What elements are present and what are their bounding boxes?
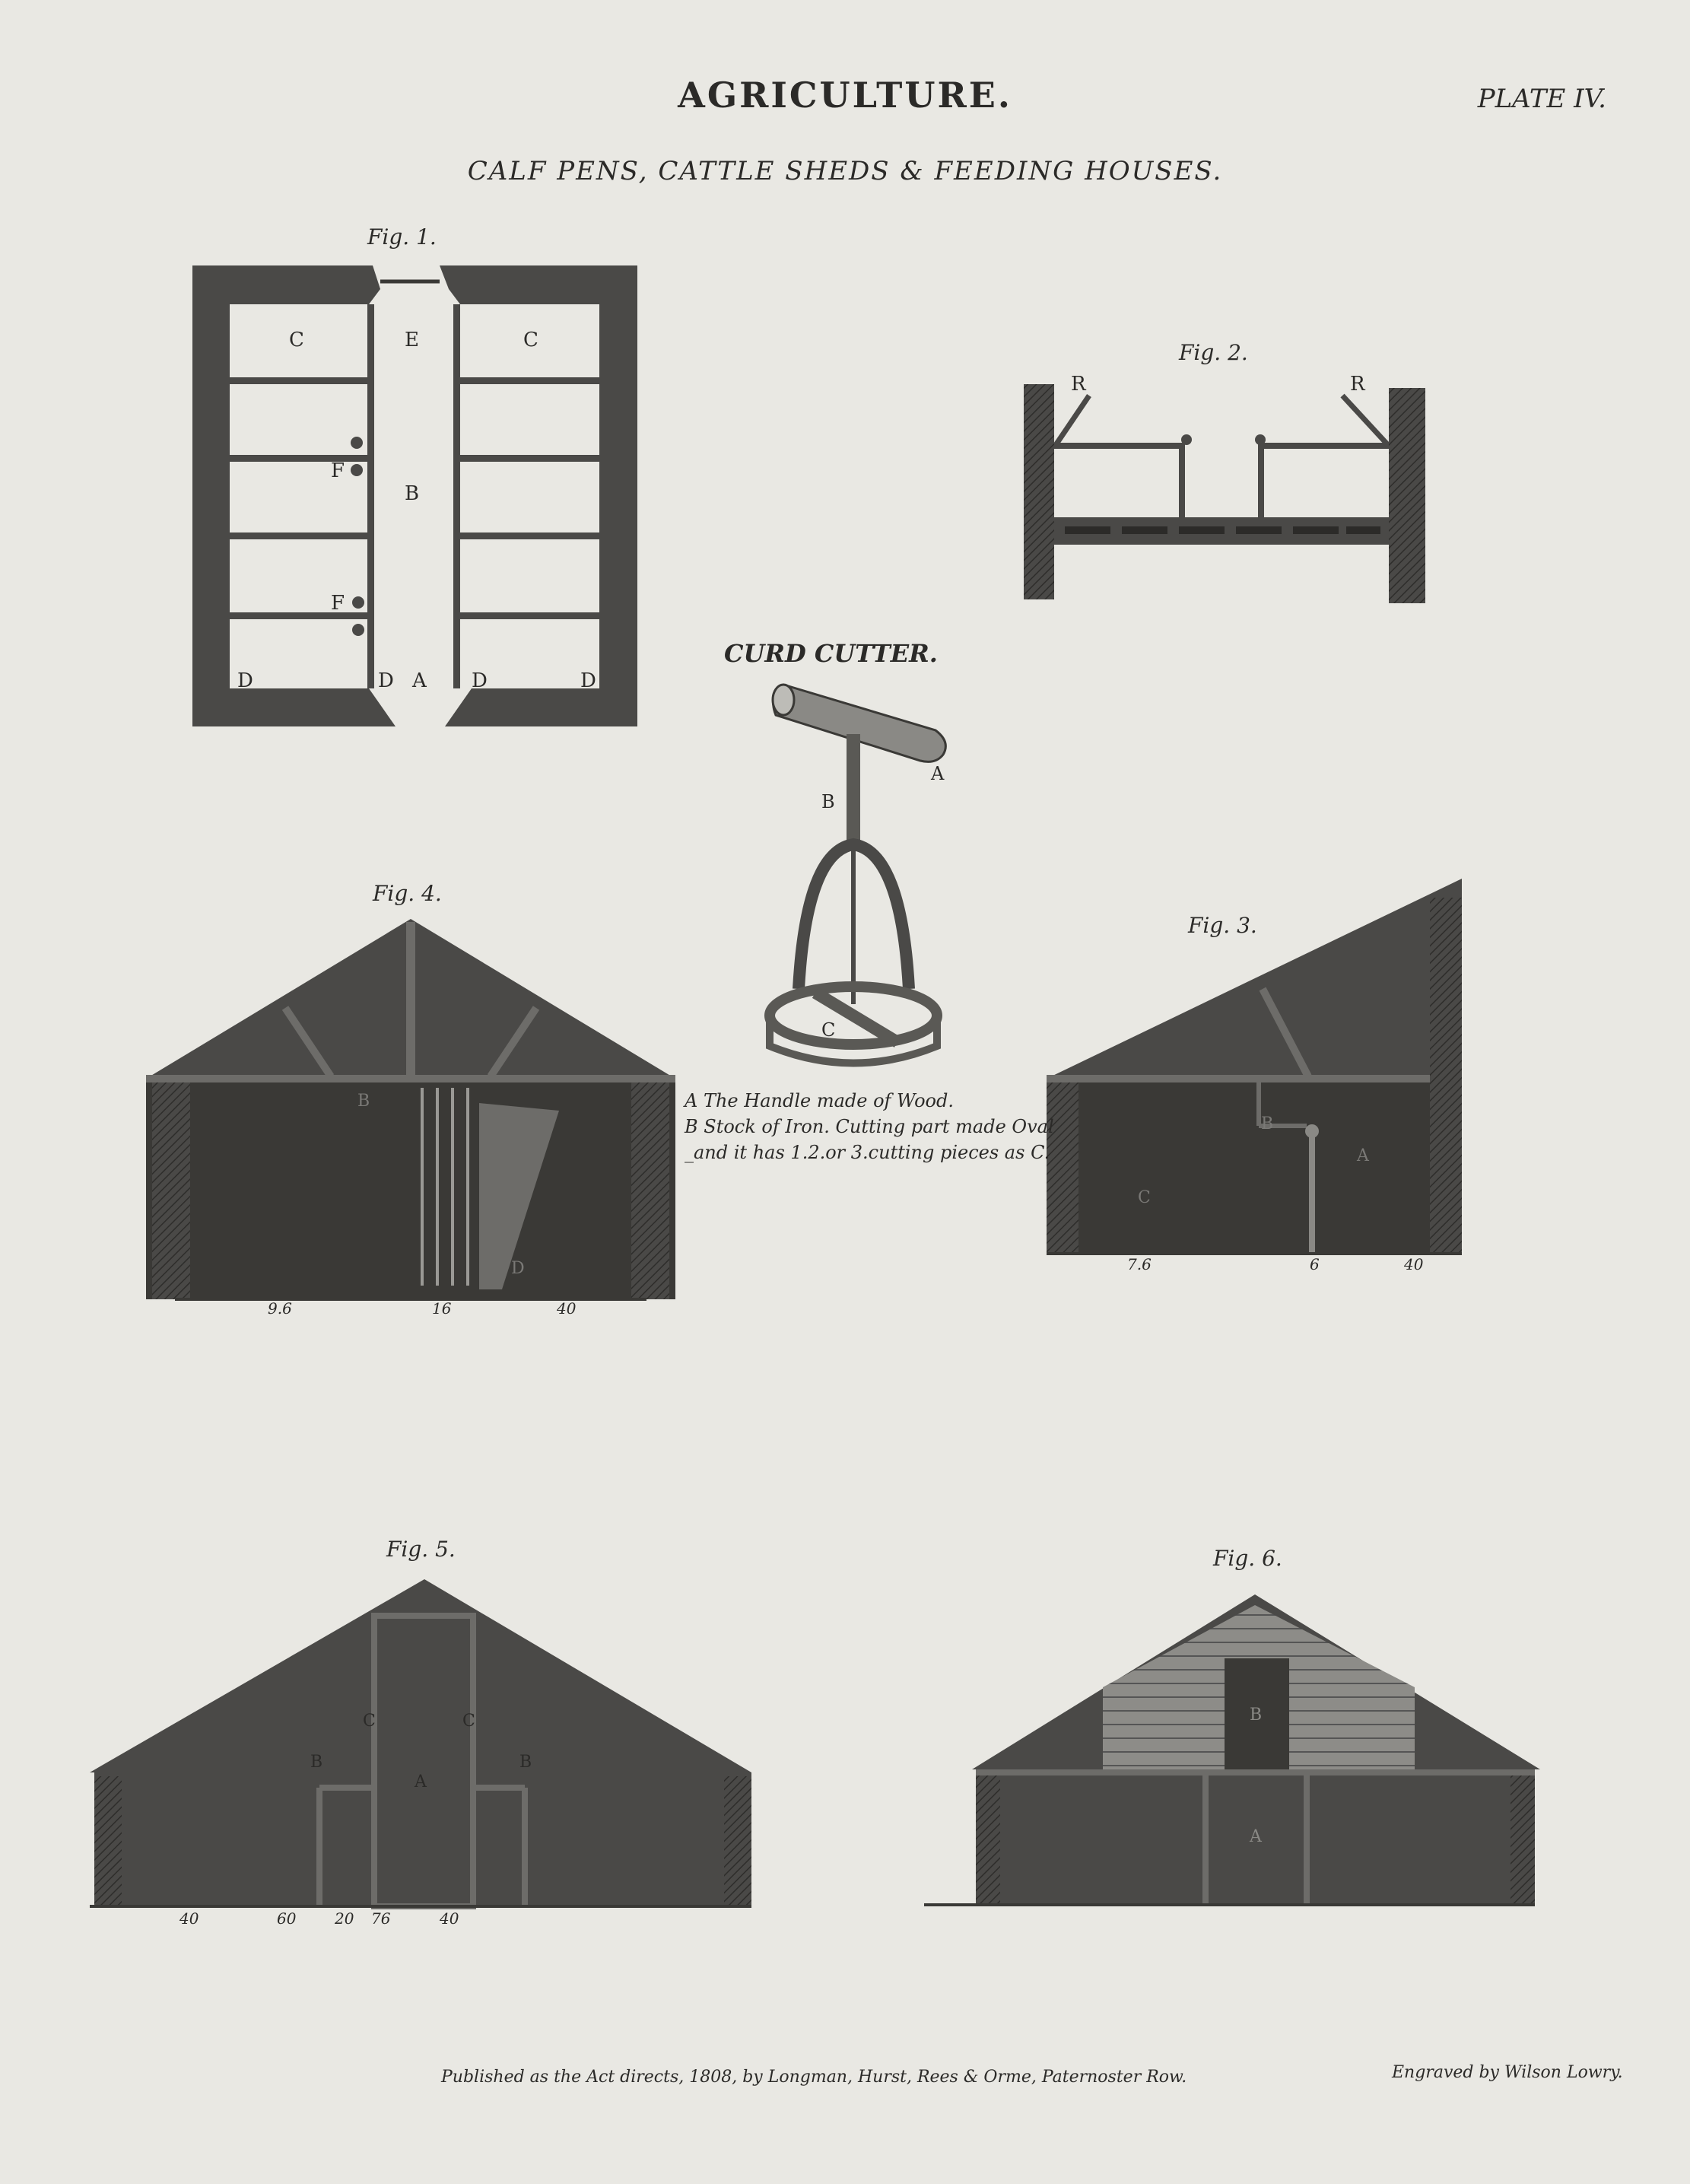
fig4-measure: 9.6 [268,1299,292,1318]
fig4-measure: 16 [432,1299,452,1318]
fig1-letter: D [580,669,596,692]
engraver-line: Engraved by Wilson Lowry. [1392,2063,1623,2082]
fig1-label: Fig. 1. [367,224,437,250]
fig5-letter: B [519,1753,532,1772]
curd-cutter-title: CURD CUTTER. [724,639,938,668]
fig1-letter: D [472,669,488,692]
fig3-measure: 6 [1310,1255,1320,1273]
plate-number: PLATE IV. [1477,84,1606,114]
fig3-letter: C [1138,1188,1151,1207]
plate-title: AGRICULTURE. [678,75,1012,116]
plate-subtitle: CALF PENS, CATTLE SHEDS & FEEDING HOUSES… [467,156,1223,186]
fig3-letter: A [1357,1146,1369,1165]
fig6-letter: B [1250,1706,1263,1725]
fig6-letter: A [1250,1827,1262,1846]
fig5-label: Fig. 5. [386,1537,456,1562]
fig4-label: Fig. 4. [373,881,442,906]
fig4-letter: B [357,1092,370,1111]
fig4-letter: D [511,1259,525,1278]
curd-cutter-letter: C [821,1019,836,1041]
fig5-measure: 60 [277,1909,297,1928]
fig6-elevation [924,1594,1540,1906]
fig1-letter: C [289,329,304,351]
fig5-measure: 40 [440,1909,459,1928]
fig5-letter: A [415,1772,427,1791]
fig3-measure: 7.6 [1127,1255,1152,1273]
curd-cutter-letter: B [821,791,835,812]
fig2-letter: R [1350,373,1365,396]
publisher-line: Published as the Act directs, 1808, by L… [441,2068,1187,2087]
fig4-measure: 40 [557,1299,577,1318]
fig5-elevation [90,1579,751,1909]
curd-cutter-legend-line: A The Handle made of Wood. [685,1090,954,1111]
fig1-letter: C [523,329,538,351]
fig1-letter: D [378,669,394,692]
fig2-label: Fig. 2. [1179,340,1248,365]
fig1-letter: F [331,592,345,615]
fig5-letter: B [310,1753,323,1772]
fig5-measure: 20 [335,1909,354,1928]
curd-cutter-letter: A [931,763,945,784]
fig5-measure: 40 [179,1909,199,1928]
fig6-label: Fig. 6. [1213,1546,1282,1571]
fig1-plan [192,265,637,726]
fig2-section [1024,384,1425,603]
fig3-measure: 40 [1404,1255,1424,1273]
fig3-section [1047,879,1462,1255]
curd-cutter-drawing [764,683,947,1067]
fig1-letter: E [405,329,419,351]
fig5-measure: 76 [371,1909,391,1928]
fig5-letter: C [363,1712,376,1731]
fig5-letter: C [462,1712,475,1731]
fig1-letter: D [237,669,253,692]
fig1-letter: F [331,459,345,482]
curd-cutter-legend-line: B Stock of Iron. Cutting part made Oval [685,1116,1054,1137]
fig1-letter: B [405,482,420,505]
fig3-label: Fig. 3. [1188,913,1257,938]
fig2-letter: R [1071,373,1086,396]
fig3-letter: B [1261,1114,1274,1133]
curd-cutter-legend-line: _and it has 1.2.or 3.cutting pieces as C… [685,1142,1050,1163]
fig4-section [146,919,675,1301]
fig1-letter: A [412,669,427,692]
